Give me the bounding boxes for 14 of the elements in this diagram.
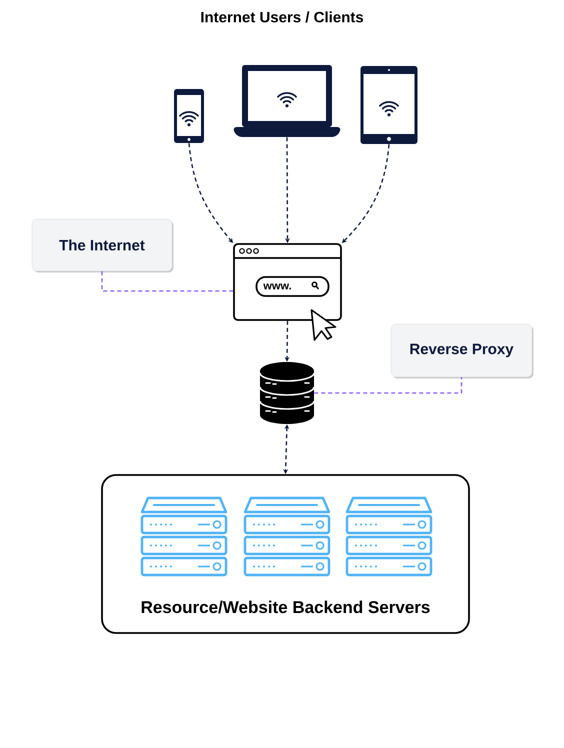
database-icon bbox=[259, 362, 315, 424]
container-box: Resource/Website Backend Servers bbox=[101, 474, 470, 634]
label-box: The Internet bbox=[32, 218, 174, 272]
leader-line bbox=[101, 271, 234, 292]
browser-window: www. bbox=[233, 243, 342, 341]
tablet-icon bbox=[360, 66, 418, 144]
laptop-icon bbox=[234, 65, 340, 137]
server-icon bbox=[140, 496, 228, 576]
server-icon bbox=[346, 496, 432, 576]
title: Internet Users / Clients bbox=[201, 11, 364, 23]
server-icon bbox=[244, 496, 330, 576]
label-box: Reverse Proxy bbox=[390, 324, 534, 378]
phone-icon bbox=[174, 89, 204, 143]
leader-line bbox=[314, 377, 462, 394]
